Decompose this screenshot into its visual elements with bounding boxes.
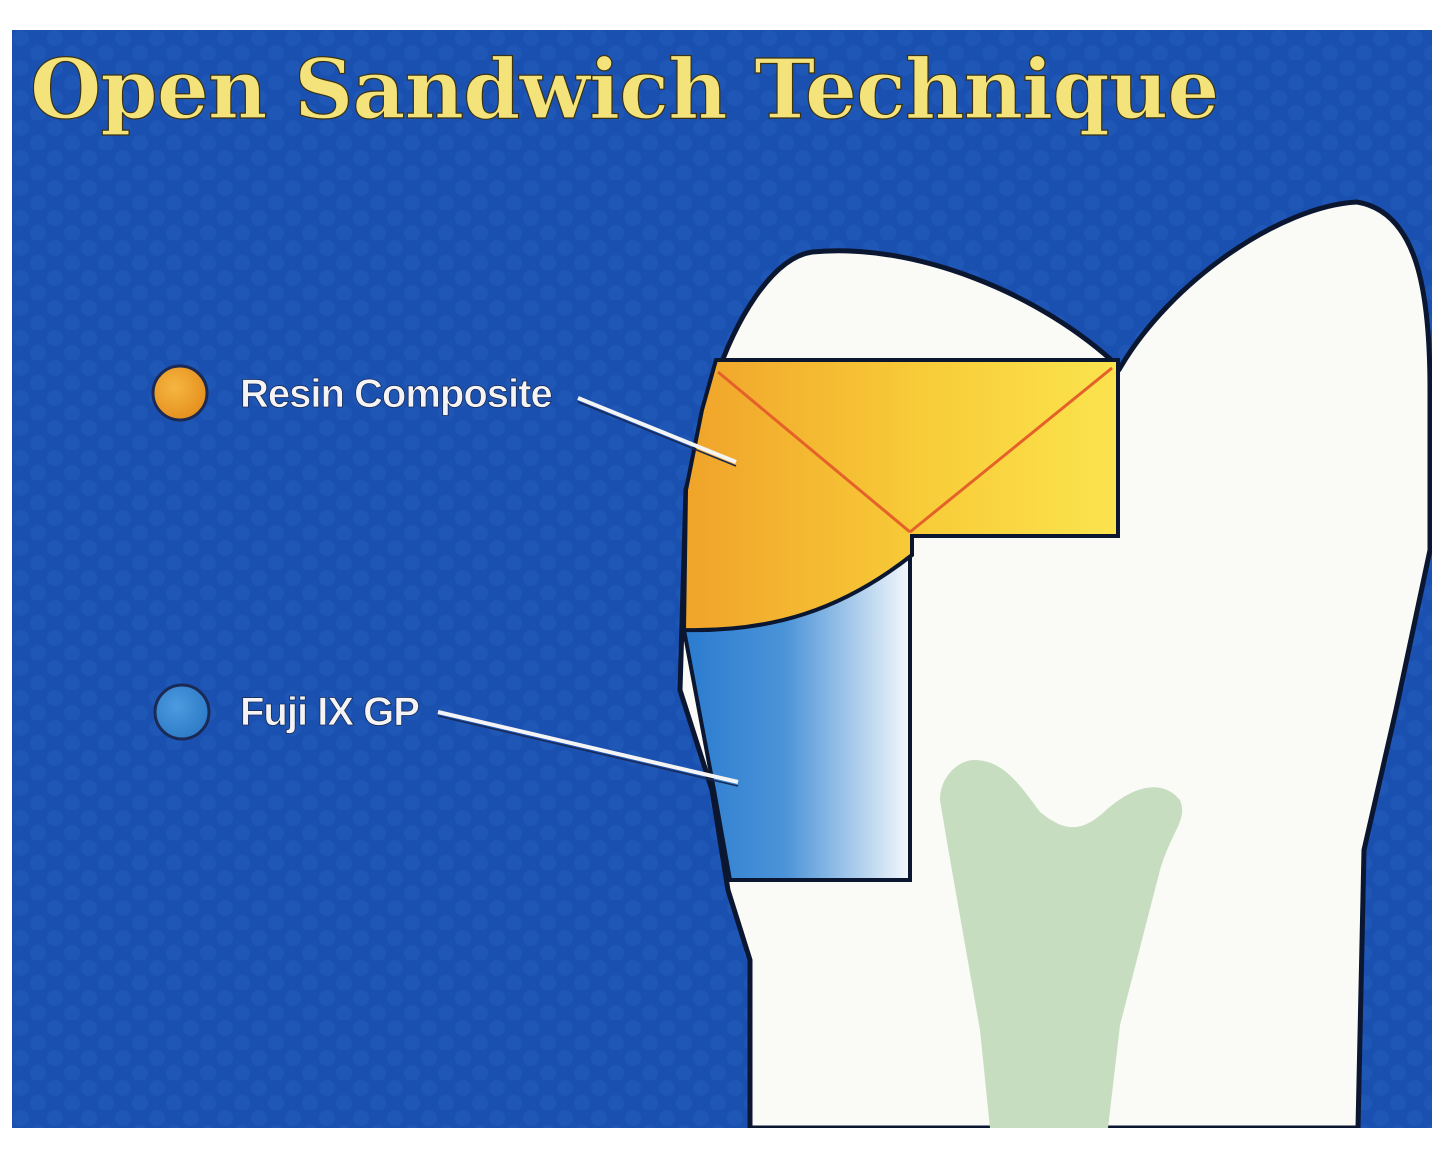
resin-composite-pointer-shadow	[577, 401, 737, 467]
resin-composite-swatch	[151, 364, 209, 422]
fuji-ix-gp-pointer-shadow	[437, 715, 739, 787]
fuji-ix-gp-swatch	[153, 683, 211, 741]
fuji-ix-gp-pointer	[437, 710, 739, 784]
diagram-frame: Open Sandwich Technique Resin Composite …	[12, 30, 1432, 1128]
composite-diagonal-right	[909, 366, 1113, 534]
resin-composite-label: Resin Composite	[240, 372, 552, 416]
pulp-chamber	[940, 760, 1183, 1128]
tooth-diagram: Open Sandwich Technique Resin Composite …	[12, 30, 1432, 1128]
resin-composite-layer	[681, 358, 1120, 633]
diagram-title: Open Sandwich Technique	[30, 42, 1218, 138]
fuji-ix-gp-label: Fuji IX GP	[240, 690, 419, 734]
composite-diagonal-left	[717, 370, 911, 534]
resin-composite-pointer	[577, 396, 737, 464]
